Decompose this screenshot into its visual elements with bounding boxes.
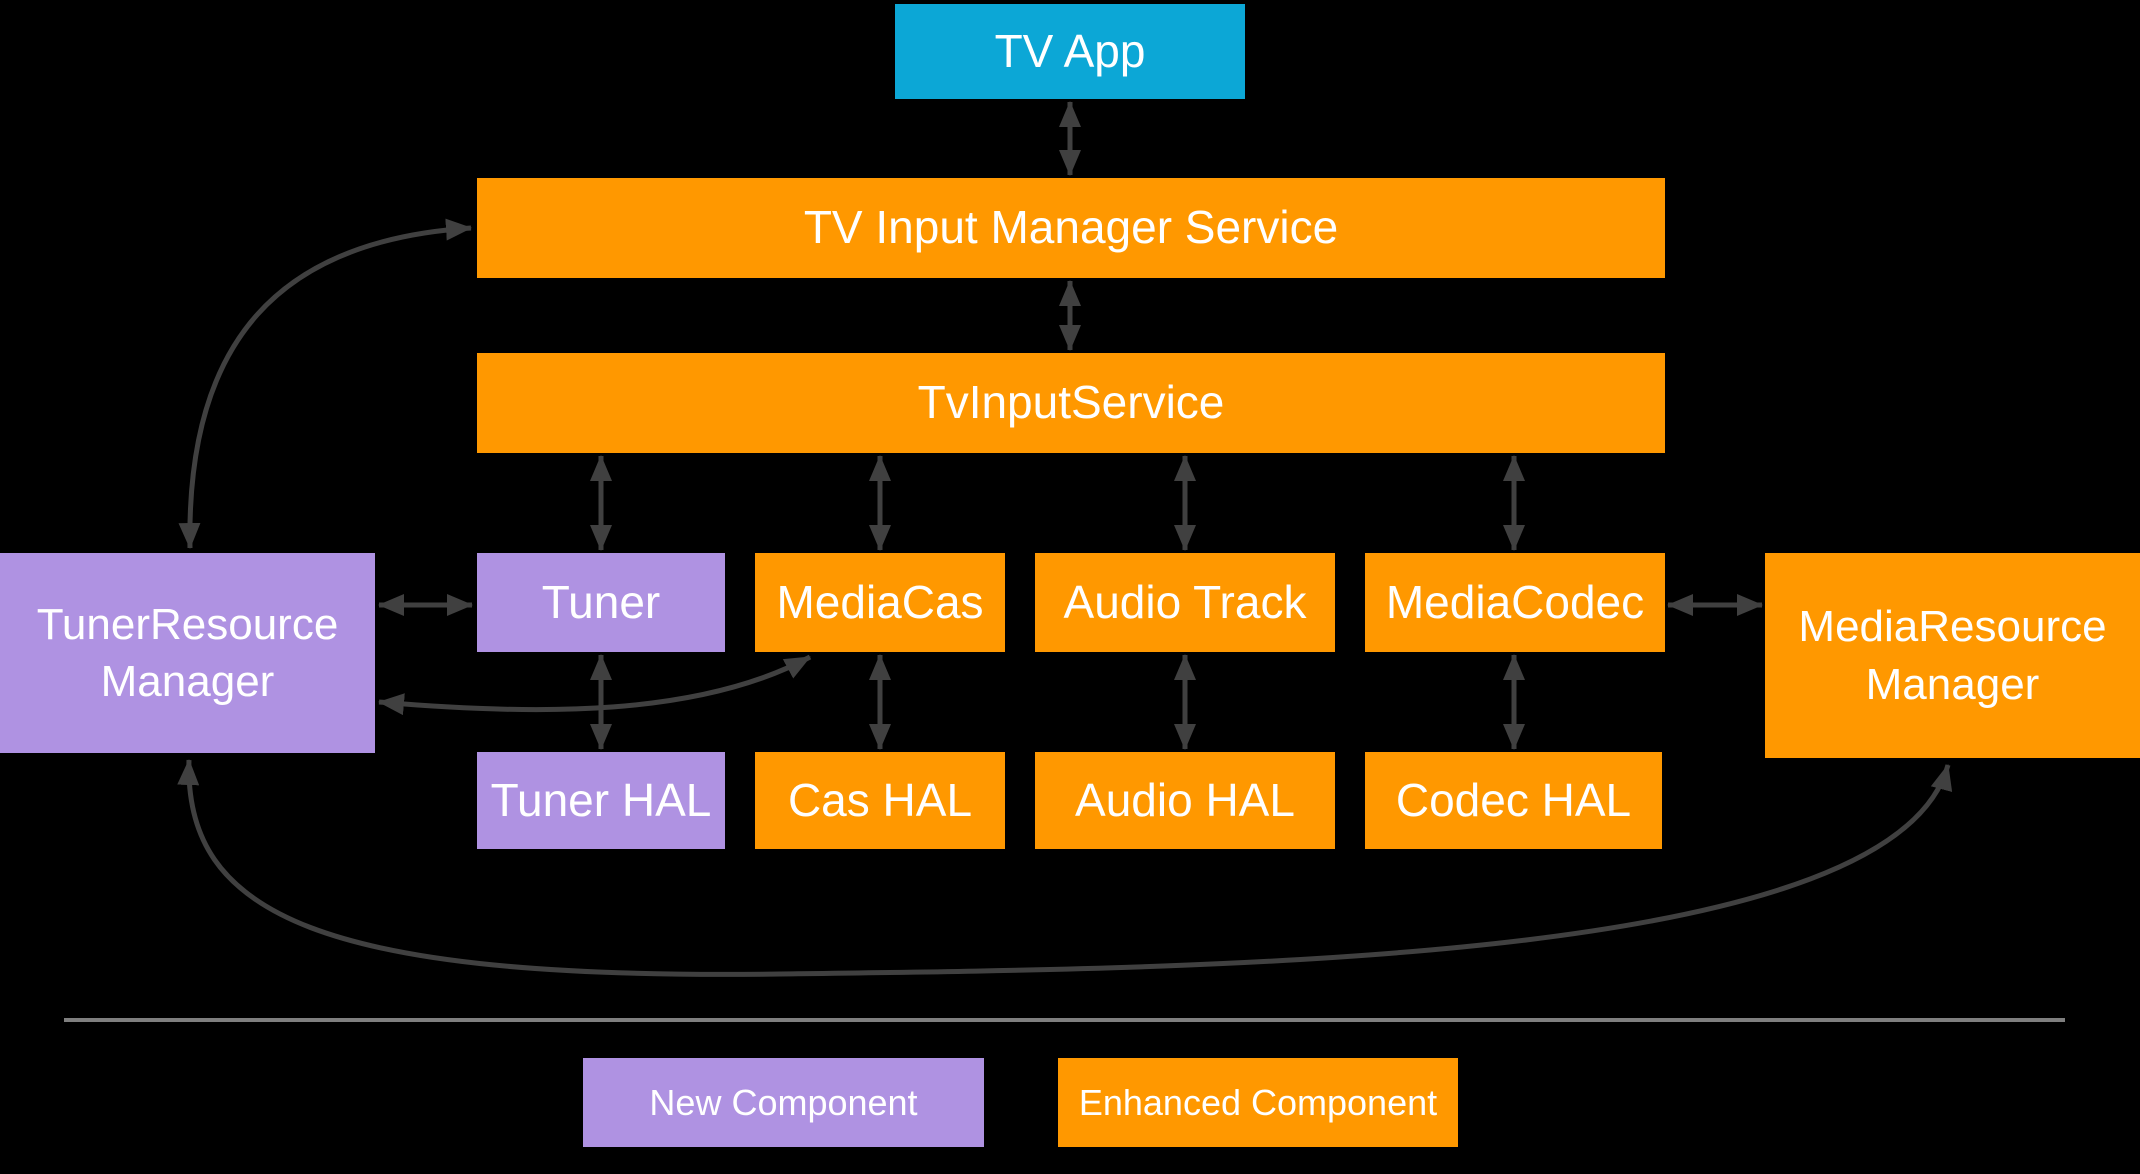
legend-new-component-label: New Component xyxy=(649,1081,918,1123)
node-audio-track: Audio Track xyxy=(1035,553,1335,652)
node-tv-input-service: TvInputService xyxy=(477,353,1665,453)
node-cas-hal-label: Cas HAL xyxy=(787,773,973,826)
node-media-codec: MediaCodec xyxy=(1365,553,1665,652)
node-media-resource-manager: MediaResource Manager xyxy=(1765,553,2140,758)
node-media-cas-label: MediaCas xyxy=(776,575,984,628)
legend-enhanced-component-label: Enhanced Component xyxy=(1078,1081,1438,1123)
node-cas-hal: Cas HAL xyxy=(755,752,1005,849)
node-tv-app-label: TV App xyxy=(994,24,1146,77)
node-audio-hal: Audio HAL xyxy=(1035,752,1335,849)
node-tuner-label: Tuner xyxy=(541,575,661,628)
node-tv-input-service-label: TvInputService xyxy=(917,376,1225,429)
node-tuner: Tuner xyxy=(477,553,725,652)
node-codec-hal-label: Codec HAL xyxy=(1395,773,1632,826)
node-media-codec-label: MediaCodec xyxy=(1385,575,1645,628)
node-tuner-resource-manager-label: TunerResource Manager xyxy=(36,599,339,706)
node-media-resource-manager-label: MediaResource Manager xyxy=(1798,602,2107,709)
node-tuner-resource-manager: TunerResource Manager xyxy=(0,553,375,753)
legend-enhanced-component: Enhanced Component xyxy=(1058,1058,1458,1147)
node-tuner-hal-label: Tuner HAL xyxy=(490,773,712,826)
legend-new-component: New Component xyxy=(583,1058,984,1147)
node-audio-track-label: Audio Track xyxy=(1063,575,1307,628)
node-tv-input-manager-service: TV Input Manager Service xyxy=(477,178,1665,278)
node-tuner-hal: Tuner HAL xyxy=(477,752,725,849)
node-audio-hal-label: Audio HAL xyxy=(1075,773,1295,826)
arrow-trm-tims-curve xyxy=(178,218,472,549)
arrow-trm-mediacas-curve xyxy=(378,654,812,716)
node-tv-app: TV App xyxy=(895,4,1245,99)
node-media-cas: MediaCas xyxy=(755,553,1005,652)
node-codec-hal: Codec HAL xyxy=(1365,752,1662,849)
node-tv-input-manager-service-label: TV Input Manager Service xyxy=(803,201,1339,254)
